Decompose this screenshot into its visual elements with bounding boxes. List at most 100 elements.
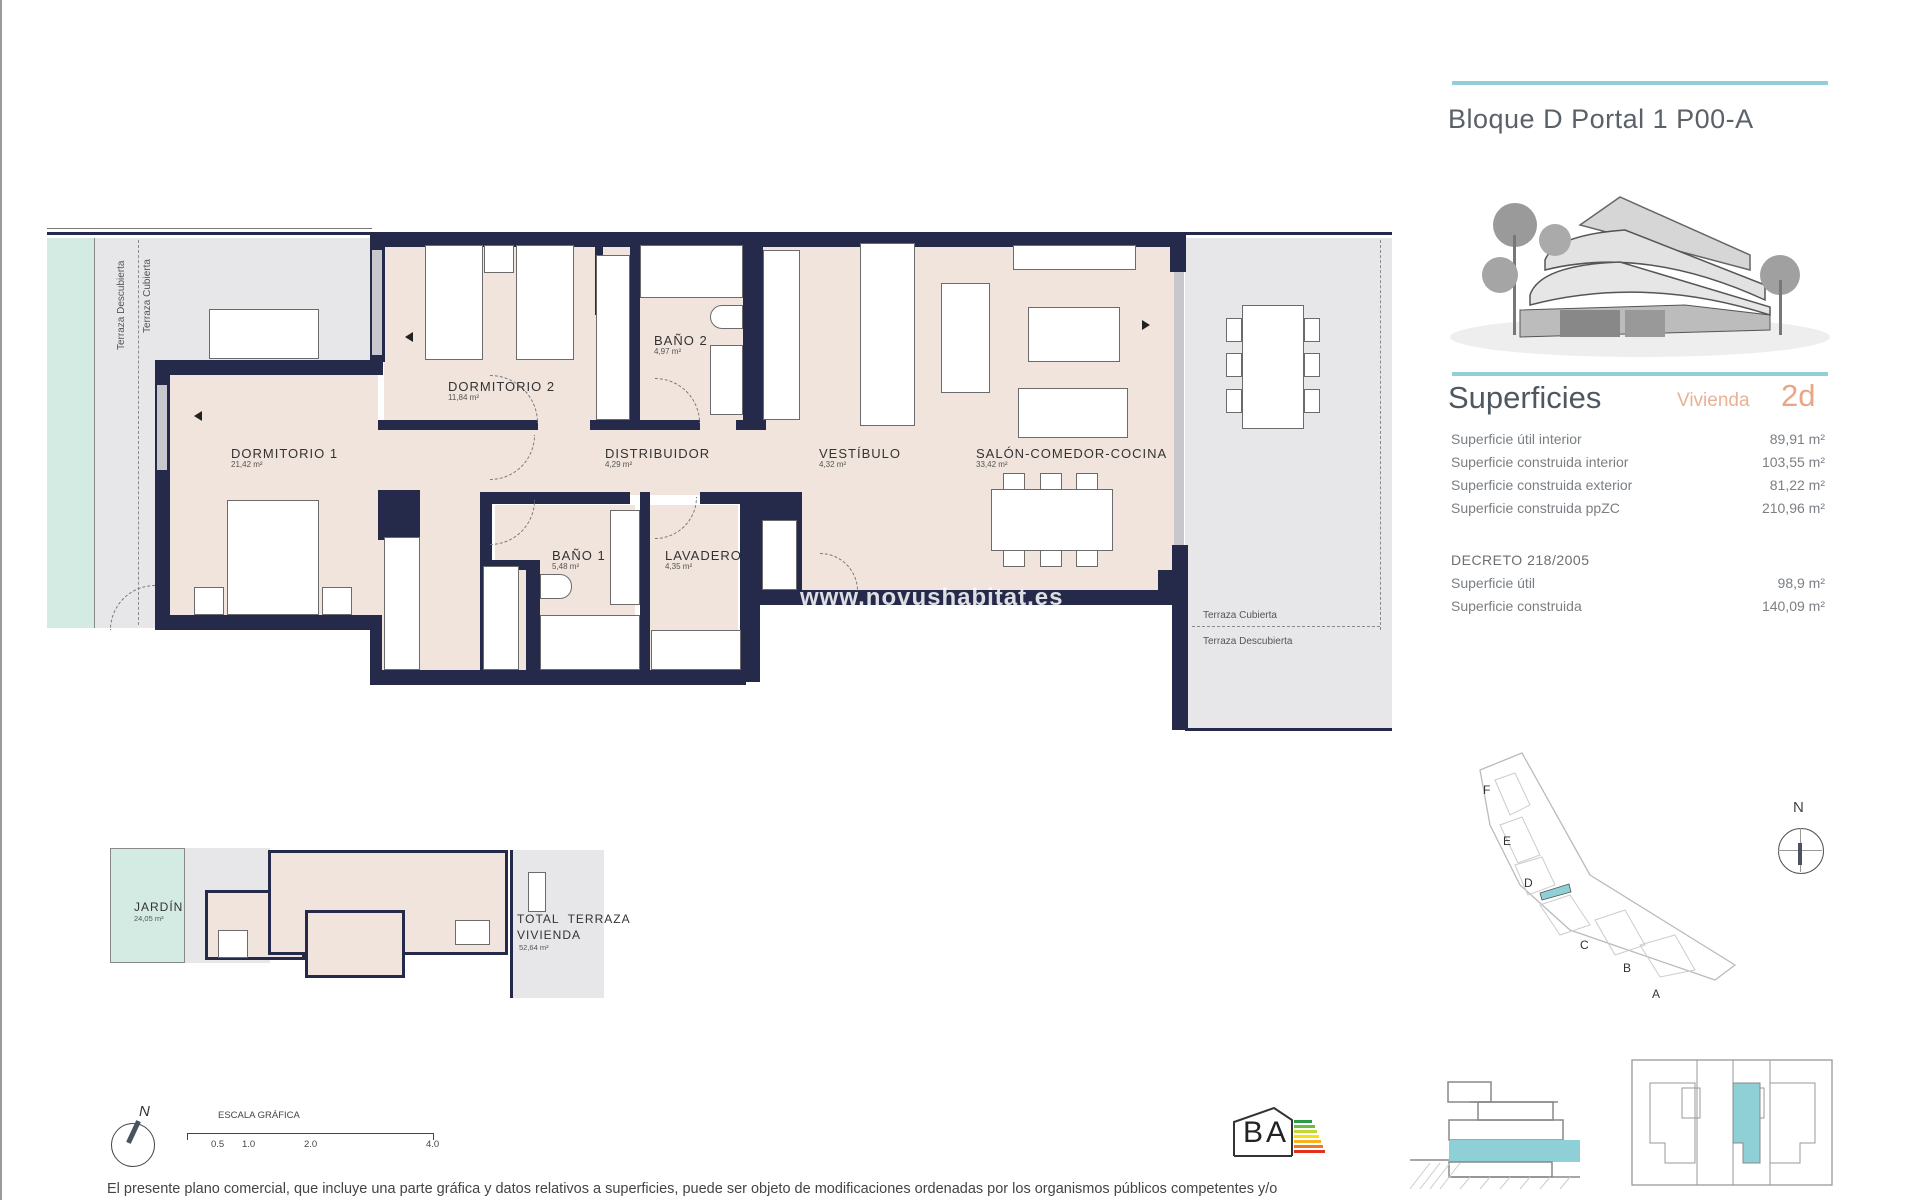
right-terrace-rail: [1185, 232, 1392, 235]
chair: [1304, 353, 1320, 377]
block-label: E: [1503, 834, 1512, 848]
nightstand: [484, 245, 514, 273]
energy-bar: [1294, 1120, 1312, 1123]
scale-tick: 0.5: [211, 1139, 225, 1150]
mini-table: [528, 872, 546, 912]
bed-single: [425, 245, 483, 360]
surface-label: Superficie construida ppZC: [1451, 500, 1620, 516]
garden-strip: [47, 238, 95, 628]
terrace-total-label: TOTAL TERRAZA: [517, 912, 631, 926]
bathtub: [640, 245, 743, 298]
energy-house-icon: [1233, 1106, 1293, 1157]
wall: [590, 420, 700, 430]
wall: [760, 590, 1180, 605]
kitchen-counter: [763, 250, 800, 420]
bed-single: [516, 245, 574, 360]
window-arrow-icon: [1142, 320, 1150, 330]
chair: [1040, 550, 1062, 567]
surface-value: 210,96 m²: [1761, 500, 1825, 516]
energy-bar: [1294, 1145, 1323, 1148]
surface-label: Superficie útil: [1451, 575, 1536, 591]
room-area: 5,48 m²: [552, 562, 580, 571]
wall: [155, 615, 380, 630]
surface-label: Superficie construida exterior: [1451, 477, 1633, 493]
window-arrow-icon: [194, 411, 202, 421]
room-area: 4,29 m²: [605, 460, 633, 469]
highlighted-unit: [1539, 883, 1572, 901]
room-label: VESTÍBULO: [819, 446, 901, 461]
compass-n: N: [139, 1103, 150, 1120]
chair: [1226, 318, 1242, 342]
chair: [1226, 389, 1242, 413]
fridge: [762, 520, 797, 590]
wall: [526, 560, 540, 680]
surface-row: Superficie útil interior 89,91 m²: [1451, 431, 1825, 447]
dining-table: [991, 489, 1113, 551]
block-label: C: [1580, 938, 1589, 952]
wall: [630, 245, 640, 425]
mini-terrace-right: [510, 850, 604, 998]
room-label: DORMITORIO 2: [448, 379, 556, 394]
vivienda-type: 2d: [1781, 378, 1816, 413]
left-terrace-rail: [47, 232, 372, 235]
terrace-area: 52,64 m²: [519, 943, 549, 952]
compass-circle: [111, 1123, 155, 1167]
window: [157, 385, 167, 470]
disclaimer-text: El presente plano comercial, que incluye…: [107, 1181, 1278, 1197]
wardrobe: [596, 255, 630, 420]
wall: [155, 360, 383, 375]
surface-label: Superficie construida interior: [1451, 454, 1629, 470]
energy-bar: [1294, 1130, 1317, 1133]
room-area: 21,42 m²: [231, 460, 263, 469]
armchair-sofa: [941, 283, 990, 393]
window-arrow-icon: [405, 332, 413, 342]
surface-value: 140,09 m²: [1761, 598, 1825, 614]
decreto-row: Superficie construida 140,09 m²: [1451, 598, 1825, 614]
coffee-table: [1028, 307, 1120, 362]
terrace-cubierta-right: Terraza Cubierta: [1203, 610, 1277, 621]
wall: [1158, 570, 1182, 605]
wardrobe: [483, 566, 519, 670]
chair: [1304, 389, 1320, 413]
wall: [740, 492, 760, 682]
wall: [370, 615, 382, 685]
surface-label: Superficie útil interior: [1451, 431, 1582, 447]
right-terrace-rail-bottom: [1185, 728, 1392, 731]
vivienda-label: Vivienda: [1677, 390, 1750, 411]
building-render-image: [1450, 196, 1830, 357]
double-sink: [610, 510, 640, 605]
terrace-descubierta-label: Terraza Descubierta: [116, 260, 127, 350]
site-compass-circle: [1778, 828, 1824, 874]
wall: [743, 245, 763, 430]
block-label: A: [1652, 987, 1661, 1001]
block-label: D: [1524, 876, 1533, 890]
wall-column: [378, 490, 420, 540]
accent-line-superficies: [1452, 372, 1828, 376]
superficies-title: Superficies: [1448, 380, 1602, 415]
window: [372, 250, 382, 355]
room-label: SALÓN-COMEDOR-COCINA: [976, 446, 1168, 461]
scale-tick: 1.0: [242, 1139, 256, 1150]
surface-row: Superficie construida interior 103,55 m²: [1451, 454, 1825, 470]
washing-machines: [651, 630, 741, 670]
garden-label: JARDÍN: [134, 900, 184, 914]
decreto-title: DECRETO 218/2005: [1451, 552, 1590, 568]
page-title: Bloque D Portal 1 P00-A: [1448, 104, 1754, 134]
kitchen-island: [860, 243, 915, 426]
surface-label: Superficie construida: [1451, 598, 1582, 614]
energy-bar: [1294, 1150, 1325, 1153]
mini-dining-table: [455, 920, 490, 945]
terrace-cubierta-label: Terraza Cubierta: [142, 259, 153, 333]
room-area: 33,42 m²: [976, 460, 1008, 469]
wall: [480, 560, 538, 570]
wall: [480, 492, 630, 504]
energy-b: B: [1243, 1116, 1264, 1149]
scale-line: [187, 1133, 434, 1140]
chair: [1226, 353, 1242, 377]
site-plan-map: [1479, 752, 1737, 981]
energy-bar: [1294, 1125, 1315, 1128]
garden-area: 24,05 m²: [134, 914, 164, 923]
energy-a: A: [1266, 1116, 1287, 1149]
mini-garden: [110, 848, 185, 963]
surface-value: 89,91 m²: [1769, 431, 1825, 447]
